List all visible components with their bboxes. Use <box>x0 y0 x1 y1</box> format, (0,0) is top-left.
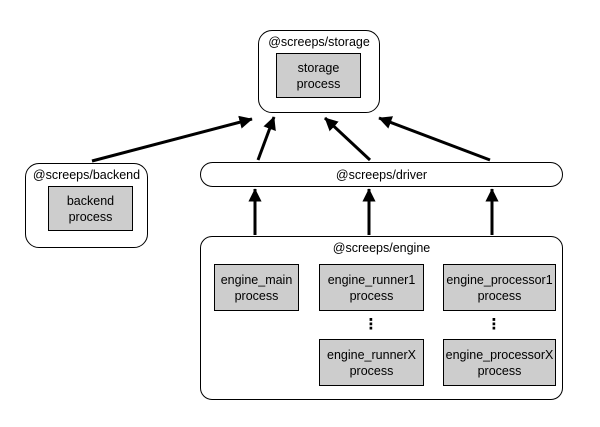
engine-runnerX-process-box: engine_runnerX process <box>319 339 424 386</box>
engine-package-box: @screeps/engine engine_main process engi… <box>200 236 563 400</box>
storage-package-box: @screeps/storage storage process <box>258 30 380 113</box>
driver-package-title: @screeps/driver <box>335 167 428 182</box>
engine-processorX-process-box: engine_processorX process <box>443 339 556 386</box>
storage-package-title: @screeps/storage <box>268 35 370 49</box>
backend-package-title: @screeps/backend <box>32 168 141 182</box>
backend-package-box: @screeps/backend backend process <box>25 163 148 248</box>
runner-ellipsis-icon: ⋮ <box>363 315 379 333</box>
storage-process-box: storage process <box>276 53 361 98</box>
arrow-backend-to-storage <box>91 115 253 163</box>
backend-process-box: backend process <box>48 186 133 231</box>
arrow-driver-to-storage-right <box>378 116 491 162</box>
arrow-driver-to-storage-middle <box>323 116 372 162</box>
driver-package-box: @screeps/driver <box>200 162 563 187</box>
engine-main-process-box: engine_main process <box>214 264 299 311</box>
processor-ellipsis-icon: ⋮ <box>486 315 502 333</box>
arrow-driver-to-storage-left <box>256 116 276 161</box>
engine-processor1-process-box: engine_processor1 process <box>443 264 556 311</box>
engine-runner1-process-box: engine_runner1 process <box>319 264 424 311</box>
engine-package-title: @screeps/engine <box>332 241 431 255</box>
